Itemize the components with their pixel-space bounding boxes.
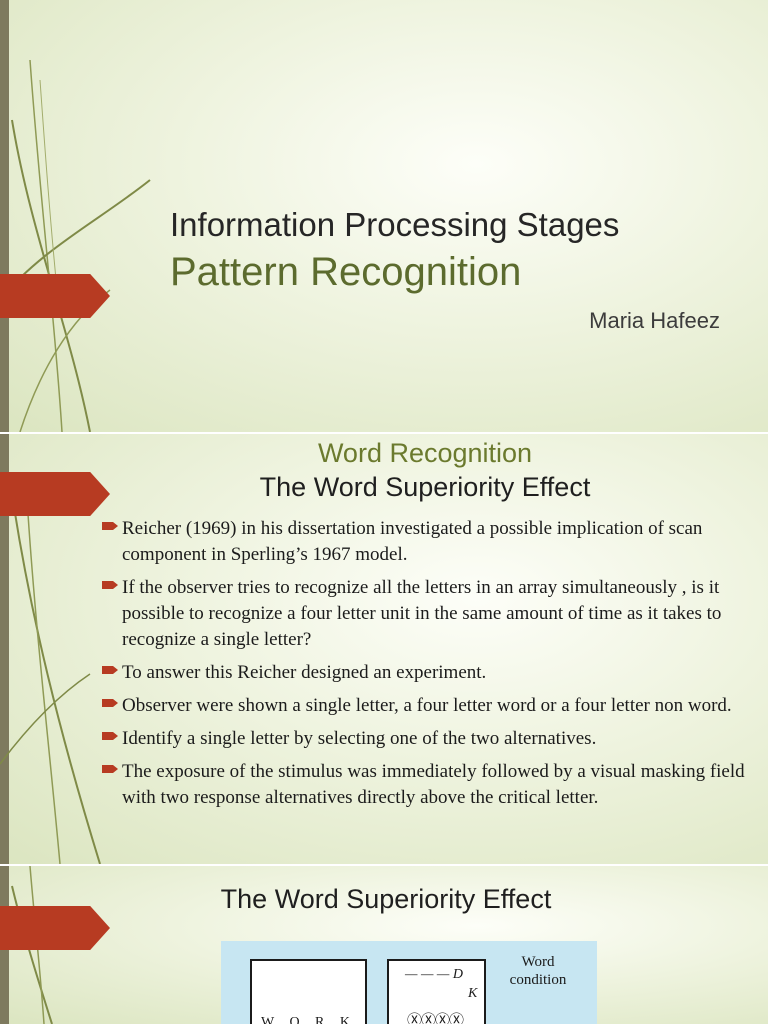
- mask-box: — — — D K ⓍⓍⓍⓍ: [387, 959, 486, 1024]
- author-name: Maria Hafeez: [589, 308, 720, 333]
- accent-arrow: [0, 472, 110, 516]
- presentation-title: Information Processing Stages: [170, 206, 620, 243]
- slide-heading: The Word Superiority Effect: [220, 884, 552, 914]
- bullet-text: If the observer tries to recognize all t…: [122, 577, 722, 650]
- slide-left-bar: [0, 434, 9, 864]
- bullet-item: Identify a single letter by selecting on…: [100, 726, 748, 752]
- accent-arrow: [0, 274, 110, 318]
- alternative-k: K: [468, 986, 478, 1001]
- bullet-item: Observer were shown a single letter, a f…: [100, 693, 748, 719]
- stimulus-word: W O R K: [260, 1015, 357, 1024]
- alternative-d: — — — D: [405, 967, 463, 982]
- bullet-arrow-icon: [102, 765, 118, 773]
- mask-symbols: ⓍⓍⓍⓍ: [407, 1013, 464, 1024]
- bullet-arrow-icon: [102, 699, 118, 707]
- bullet-list: Reicher (1969) in his dissertation inves…: [100, 516, 748, 818]
- bullet-text: Observer were shown a single letter, a f…: [122, 695, 732, 716]
- decorative-stems: [0, 493, 101, 864]
- stimulus-box: W O R K: [250, 959, 367, 1024]
- bullet-text: The exposure of the stimulus was immedia…: [122, 761, 745, 808]
- bullet-text: To answer this Reicher designed an exper…: [122, 662, 487, 683]
- slide-word-recognition: Word Recognition The Word Superiority Ef…: [0, 434, 768, 864]
- slide-word-superiority: The Word Superiority Effect W O R K — — …: [0, 866, 768, 1024]
- presentation-subtitle: Pattern Recognition: [170, 250, 522, 294]
- experiment-figure: W O R K — — — D K ⓍⓍⓍⓍ Word condition: [221, 941, 597, 1024]
- bullet-arrow-icon: [102, 666, 118, 674]
- condition-label: Word condition: [509, 954, 567, 988]
- bullet-text: Identify a single letter by selecting on…: [122, 728, 597, 749]
- slide-subheading: The Word Superiority Effect: [259, 472, 591, 502]
- bullet-arrow-icon: [102, 732, 118, 740]
- slide-title: Information Processing Stages Pattern Re…: [0, 0, 768, 432]
- bullet-arrow-icon: [102, 522, 118, 530]
- slide-left-bar: [0, 0, 9, 432]
- bullet-item: To answer this Reicher designed an exper…: [100, 660, 748, 686]
- slide-heading: Word Recognition: [317, 438, 533, 468]
- accent-arrow: [0, 906, 110, 950]
- bullet-item: Reicher (1969) in his dissertation inves…: [100, 516, 748, 568]
- bullet-item: If the observer tries to recognize all t…: [100, 575, 748, 653]
- bullet-arrow-icon: [102, 581, 118, 589]
- bullet-text: Reicher (1969) in his dissertation inves…: [122, 518, 703, 565]
- bullet-item: The exposure of the stimulus was immedia…: [100, 759, 748, 811]
